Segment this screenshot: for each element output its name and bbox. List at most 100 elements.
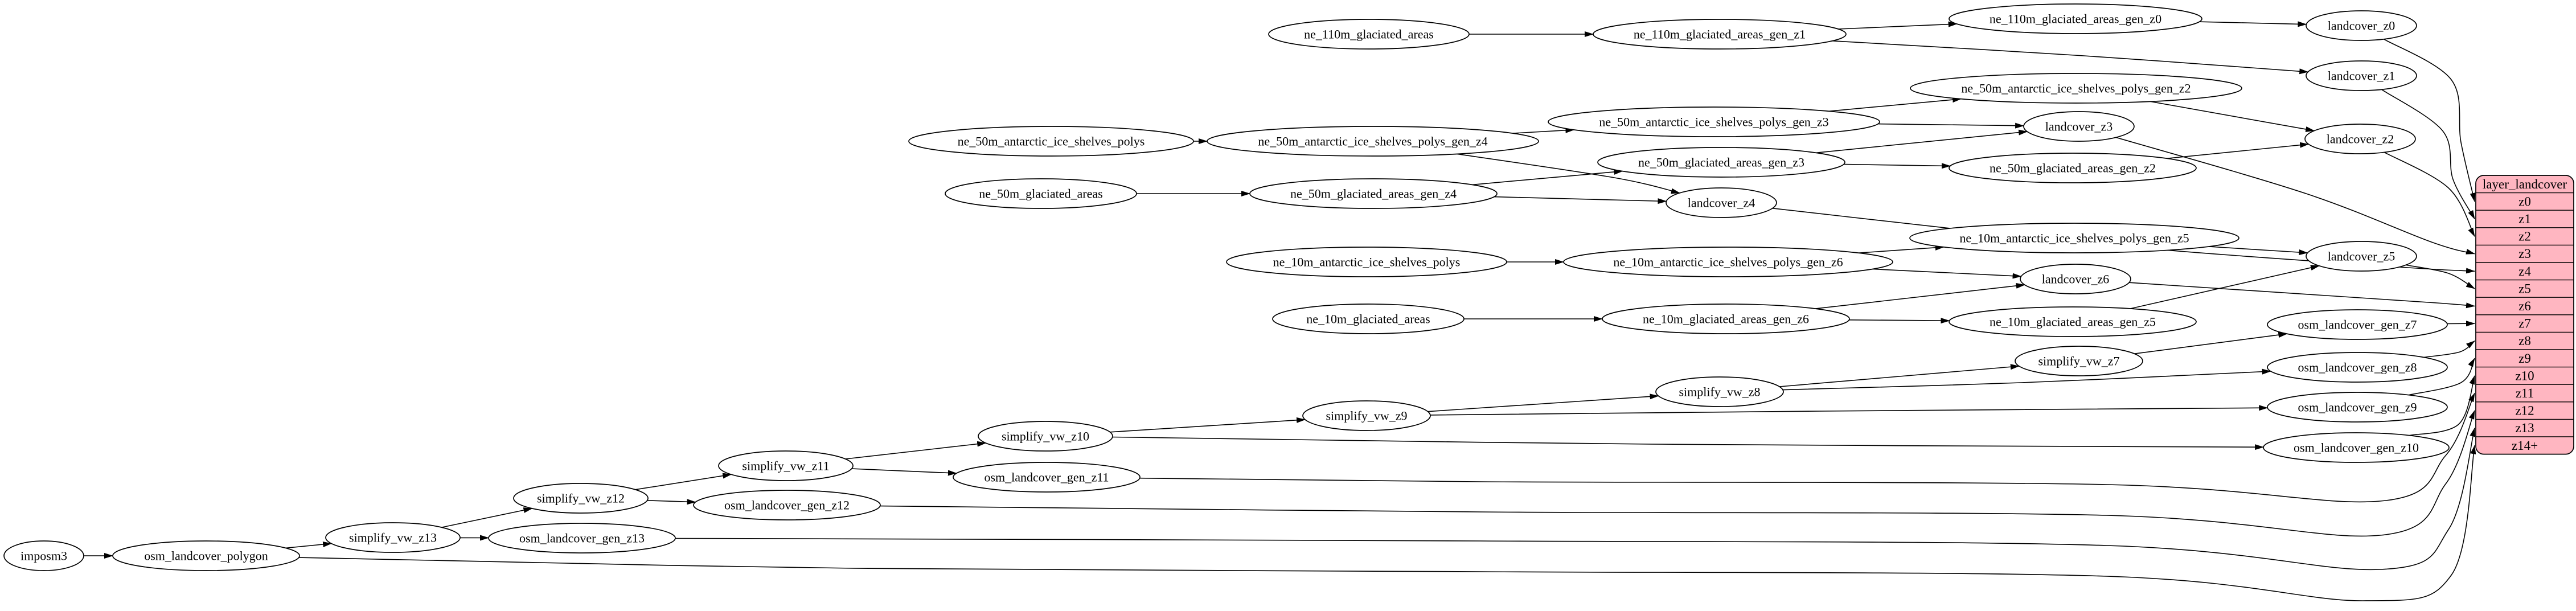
node-label: landcover_z2 [2327, 132, 2394, 146]
node-ne_50m_glaciated_areas_gen_z4: ne_50m_glaciated_areas_gen_z4 [1249, 178, 1498, 209]
edge-ne_50m_antarctic_ice_shelves_polys_gen_z3-to-landcover_z3 [1878, 122, 2025, 129]
table-row-z10: z10 [2515, 368, 2534, 383]
node-label: simplify_vw_z11 [742, 459, 829, 473]
edge-osm_landcover_gen_z9-to-layer_landcover-z9 [2409, 358, 2475, 396]
node-label: osm_landcover_gen_z11 [984, 470, 1109, 485]
node-ellipse [3, 540, 84, 571]
edge-landcover_z2-to-layer_landcover-z2 [2384, 151, 2475, 237]
node-label: simplify_vw_z8 [1679, 385, 1761, 399]
node-ellipse [1268, 19, 1470, 50]
node-ellipse [1655, 376, 1784, 407]
node-label: simplify_vw_z9 [1326, 409, 1408, 423]
edge-ne_10m_glaciated_areas_gen_z6-to-landcover_z6 [1815, 282, 2025, 309]
node-label: landcover_z3 [2045, 120, 2113, 134]
layer-landcover-table: layer_landcoverz0z1z2z3z4z5z6z7z8z9z10z1… [2475, 175, 2574, 455]
node-ne_10m_glaciated_areas: ne_10m_glaciated_areas [1272, 304, 1465, 334]
node-ellipse [1910, 73, 2242, 104]
node-ellipse [2023, 111, 2135, 142]
node-ne_10m_antarctic_ice_shelves_polys_gen_z6: ne_10m_antarctic_ice_shelves_polys_gen_z… [1563, 247, 1893, 277]
node-simplify_vw_z9: simplify_vw_z9 [1302, 400, 1431, 431]
node-landcover_z2: landcover_z2 [2304, 124, 2416, 154]
table-row-z13: z13 [2515, 421, 2534, 435]
node-label: ne_10m_glaciated_areas [1306, 312, 1430, 326]
table-row-z7: z7 [2518, 317, 2531, 331]
node-label: ne_50m_antarctic_ice_shelves_polys_gen_z… [1258, 134, 1487, 149]
edge-simplify_vw_z12-to-simplify_vw_z11 [635, 473, 732, 490]
edge-osm_landcover_gen_z11-to-layer_landcover-z11 [1139, 392, 2475, 503]
node-osm_landcover_gen_z8: osm_landcover_gen_z8 [2267, 352, 2448, 383]
edge-ne_10m_glaciated_areas_gen_z5-to-landcover_z5 [2130, 265, 2320, 309]
node-ellipse [2306, 241, 2417, 272]
edge-landcover_z3-to-layer_landcover-z3 [2115, 137, 2475, 255]
edge-ne_50m_antarctic_ice_shelves_polys_gen_z4-to-landcover_z4 [1457, 153, 1680, 194]
node-label: osm_landcover_gen_z12 [724, 498, 850, 512]
node-ne_10m_antarctic_ice_shelves_polys_gen_z5: ne_10m_antarctic_ice_shelves_polys_gen_z… [1909, 223, 2239, 253]
table-row-z9: z9 [2518, 351, 2531, 366]
edge-ne_50m_glaciated_areas_gen_z3-to-landcover_z3 [1816, 129, 2028, 154]
edge-simplify_vw_z11-to-osm_landcover_gen_z11 [851, 468, 957, 476]
edge-simplify_vw_z9-to-osm_landcover_gen_z9 [1430, 405, 2269, 416]
edge-simplify_vw_z12-to-osm_landcover_gen_z12 [647, 499, 696, 505]
table-row-z1: z1 [2518, 212, 2531, 226]
node-ne_10m_glaciated_areas_gen_z6: ne_10m_glaciated_areas_gen_z6 [1602, 304, 1850, 334]
node-ellipse [488, 523, 676, 553]
node-osm_landcover_gen_z11: osm_landcover_gen_z11 [953, 462, 1141, 493]
node-label: ne_10m_glaciated_areas_gen_z6 [1643, 312, 1809, 326]
node-simplify_vw_z13: simplify_vw_z13 [325, 522, 461, 553]
edge-osm_landcover_gen_z10-to-layer_landcover-z10 [2409, 375, 2475, 436]
node-ellipse [978, 421, 1113, 452]
node-label: landcover_z6 [2042, 272, 2110, 286]
node-label: osm_landcover_gen_z7 [2298, 318, 2417, 332]
node-ellipse [112, 540, 300, 571]
node-ellipse [2015, 346, 2143, 376]
node-ne_50m_antarctic_ice_shelves_polys_gen_z3: ne_50m_antarctic_ice_shelves_polys_gen_z… [1548, 106, 1880, 137]
node-ellipse [1249, 178, 1498, 209]
edge-ne_110m_glaciated_areas_gen_z1-to-landcover_z1 [1832, 40, 2309, 75]
edge-landcover_z5-to-layer_landcover-z5 [2406, 264, 2475, 289]
node-label: osm_landcover_gen_z10 [2294, 441, 2419, 455]
node-label: imposm3 [20, 549, 67, 563]
node-ellipse [1226, 247, 1507, 277]
node-ellipse [2020, 264, 2131, 294]
edge-landcover_z4-to-layer_landcover-z4 [1772, 208, 2475, 274]
node-label: landcover_z0 [2328, 19, 2395, 33]
node-label: osm_landcover_gen_z13 [519, 531, 645, 546]
node-ellipse [945, 178, 1137, 209]
node-ellipse [908, 126, 1194, 157]
node-ellipse [1597, 147, 1845, 178]
table-row-z11: z11 [2516, 386, 2534, 400]
edge-ne_50m_antarctic_ice_shelves_polys_gen_z4-to-ne_50m_antarctic_ice_shelves_polys_gen_z3 [1512, 127, 1575, 134]
table-row-z3: z3 [2518, 247, 2531, 261]
edge-osm_landcover_gen_z8-to-layer_landcover-z8 [2423, 341, 2475, 358]
node-label: ne_110m_glaciated_areas_gen_z0 [1990, 12, 2161, 26]
edge-simplify_vw_z8-to-osm_landcover_gen_z8 [1783, 368, 2271, 391]
node-ellipse [2267, 392, 2448, 423]
node-ellipse [513, 483, 649, 514]
table-header-layer-landcover: layer_landcover [2483, 177, 2567, 191]
node-osm_landcover_gen_z12: osm_landcover_gen_z12 [693, 490, 881, 520]
edge-osm_landcover_gen_z12-to-layer_landcover-z12 [880, 410, 2475, 537]
edge-osm_landcover_polygon-to-simplify_vw_z13 [285, 541, 333, 549]
node-label: landcover_z4 [1688, 196, 1755, 210]
table-row-z4: z4 [2518, 264, 2531, 278]
node-landcover_z5: landcover_z5 [2306, 241, 2417, 272]
node-simplify_vw_z12: simplify_vw_z12 [513, 483, 649, 514]
table-row-z6: z6 [2518, 299, 2531, 313]
edge-simplify_vw_z10-to-osm_landcover_gen_z10 [1112, 436, 2265, 450]
node-ne_10m_glaciated_areas_gen_z5: ne_10m_glaciated_areas_gen_z5 [1949, 306, 2197, 337]
node-label: ne_10m_antarctic_ice_shelves_polys_gen_z… [1613, 255, 1843, 269]
node-ellipse [1563, 247, 1893, 277]
edge-simplify_vw_z9-to-simplify_vw_z8 [1428, 393, 1659, 412]
node-label: ne_50m_glaciated_areas_gen_z2 [1990, 161, 2156, 175]
node-label: ne_110m_glaciated_areas_gen_z1 [1634, 27, 1806, 42]
edge-landcover_z6-to-layer_landcover-z6 [2129, 282, 2475, 309]
node-label: ne_50m_antarctic_ice_shelves_polys_gen_z… [1961, 81, 2191, 96]
node-osm_landcover_gen_z13: osm_landcover_gen_z13 [488, 523, 676, 553]
node-osm_landcover_polygon: osm_landcover_polygon [112, 540, 300, 571]
edge-ne_50m_antarctic_ice_shelves_polys_gen_z3-to-ne_50m_antarctic_ice_shelves_polys_gen_z2 [1828, 97, 1962, 112]
edge-simplify_vw_z8-to-simplify_vw_z7 [1779, 364, 2020, 387]
node-ellipse [2263, 432, 2450, 463]
node-simplify_vw_z8: simplify_vw_z8 [1655, 376, 1784, 407]
